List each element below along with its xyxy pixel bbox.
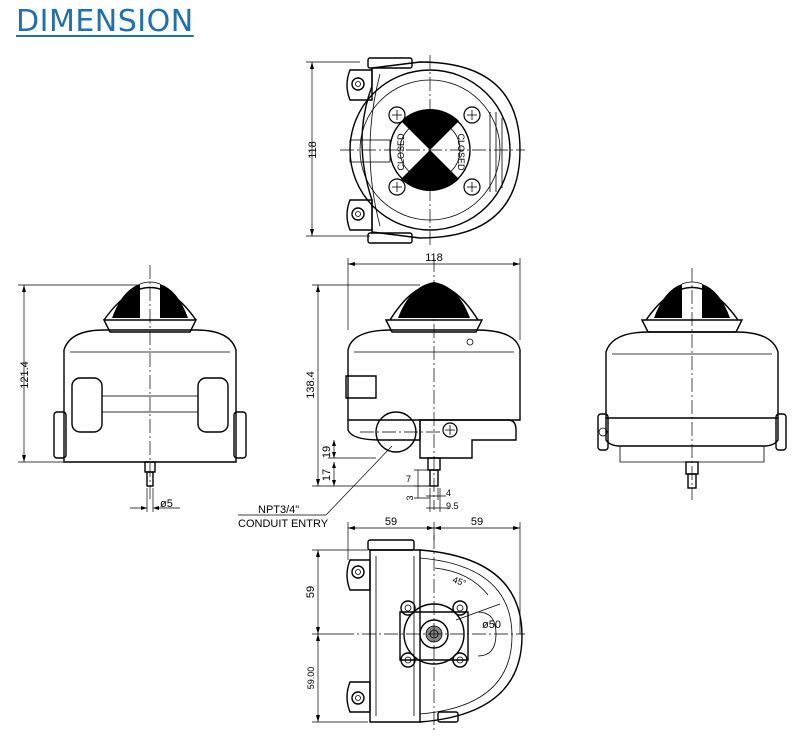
- page-title: DIMENSION: [16, 4, 194, 39]
- svg-text:CLOSED: CLOSED: [456, 133, 466, 171]
- dim-angle: 45°: [451, 574, 468, 588]
- dim-19: 19: [321, 446, 333, 458]
- dim-bottom-low-height: 59.00: [306, 667, 316, 690]
- top-view: CLOSED CLOSED 118: [306, 55, 525, 245]
- dim-front-height: 138.4: [305, 371, 317, 399]
- callout-line-1: NPT3/4": [258, 504, 299, 516]
- callout-line-2: CONDUIT ENTRY: [238, 518, 329, 530]
- dim-bottom-right-width: 59: [471, 516, 483, 528]
- dim-left-height: 121.4: [19, 361, 31, 389]
- dim-3: 3: [405, 495, 415, 500]
- front-view: 118 138.4 19 17 7 3 4 9.5: [238, 252, 521, 516]
- dim-7: 7: [406, 474, 411, 484]
- right-side-view: [597, 268, 787, 500]
- dim-bottom-top-height: 59: [305, 586, 317, 598]
- left-side-view: 121.4 ø5: [18, 265, 247, 512]
- svg-text:CLOSED: CLOSED: [396, 133, 406, 171]
- dim-top-height: 118: [307, 141, 319, 159]
- dim-dia-50: ø50: [482, 619, 501, 631]
- dim-bottom-left-width: 59: [385, 516, 397, 528]
- dim-17: 17: [321, 469, 333, 481]
- dim-4: 4: [446, 488, 451, 498]
- bottom-view: 45° 59 59 59 59.00 ø50: [305, 516, 525, 730]
- dim-shaft-dia: ø5: [160, 498, 173, 510]
- dim-9-5: 9.5: [446, 501, 459, 511]
- dim-front-width: 118: [425, 252, 443, 264]
